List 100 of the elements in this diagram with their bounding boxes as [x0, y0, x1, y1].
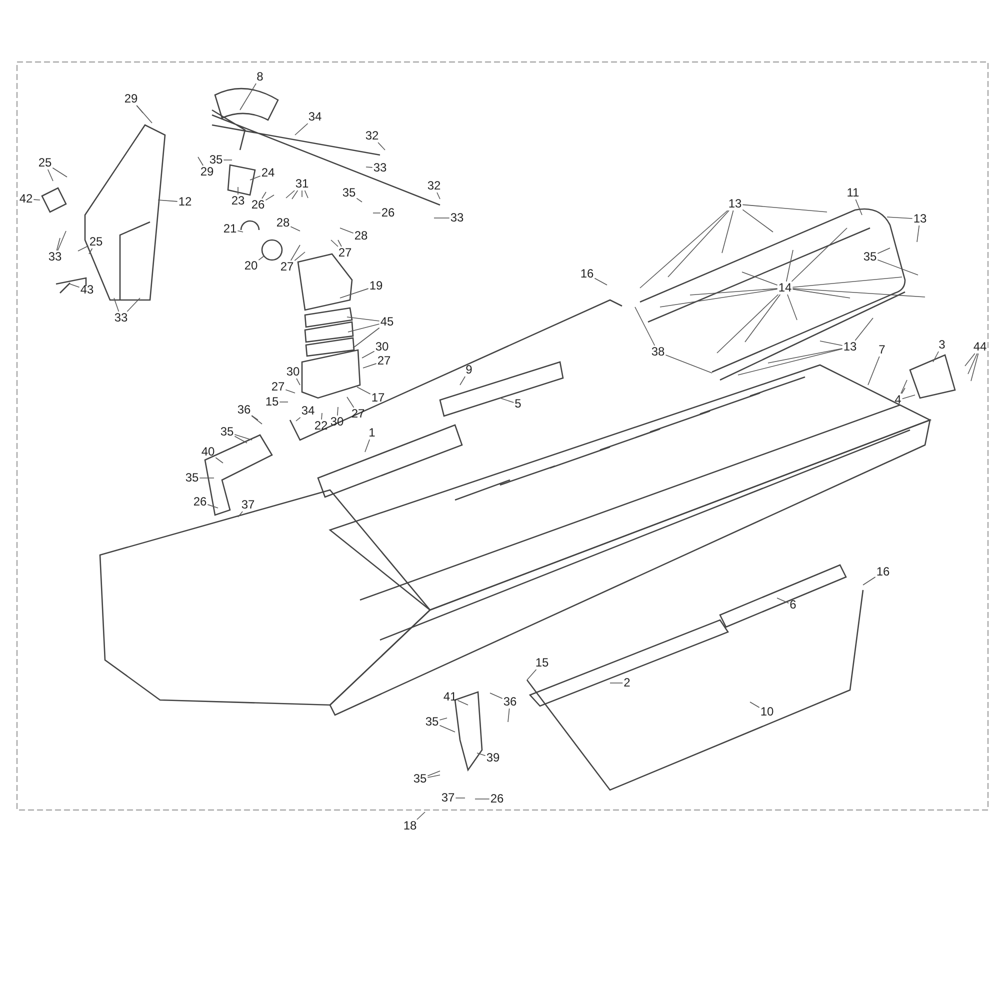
callout-number: 2: [622, 676, 632, 690]
callout-number: 16: [875, 566, 891, 578]
leader-line: [690, 288, 778, 296]
callout-number: 15: [534, 656, 550, 670]
leader-line: [356, 386, 371, 394]
leader-line: [792, 276, 902, 288]
callout-number: 15: [264, 396, 280, 408]
leader-line: [56, 238, 60, 251]
callout-number: 27: [376, 354, 392, 368]
callout-number: 22: [313, 420, 329, 432]
callout-number: 6: [788, 598, 798, 612]
callout-number: 35: [424, 716, 440, 728]
leader-line: [792, 288, 926, 298]
callout-number: 33: [113, 312, 129, 324]
leader-line: [594, 278, 608, 286]
leader-line: [742, 209, 774, 232]
leader-line: [776, 598, 790, 604]
callout-number: 25: [37, 156, 53, 170]
leader-line: [33, 199, 40, 200]
leader-line: [337, 406, 338, 416]
leader-line: [668, 210, 730, 278]
callout-number: 26: [489, 792, 505, 806]
leader-line: [57, 230, 66, 251]
leader-line: [964, 353, 976, 366]
callout-number: 39: [485, 752, 501, 764]
leader-line: [439, 724, 456, 732]
callout-number: 27: [279, 260, 295, 274]
leader-line: [970, 353, 979, 382]
leader-line: [296, 378, 300, 386]
leader-line: [238, 511, 243, 518]
callout-number: 5: [514, 398, 522, 410]
callout-number: 42: [18, 192, 34, 206]
leader-line: [877, 259, 918, 276]
callout-number: 7: [878, 344, 886, 356]
leader-line: [114, 298, 120, 312]
callout-number: 18: [402, 820, 418, 832]
callout-number: 35: [412, 772, 428, 786]
leader-line: [234, 436, 248, 444]
leader-line: [722, 210, 734, 254]
leader-line: [457, 700, 468, 706]
callout-number: 33: [372, 162, 388, 174]
callout-number: 32: [364, 130, 380, 142]
leader-line: [198, 156, 204, 166]
callout-number: 30: [285, 366, 301, 378]
leader-line: [474, 798, 490, 800]
callout-number: 38: [650, 346, 666, 358]
callout-number: 24: [260, 166, 276, 180]
callout-number: 17: [370, 392, 386, 404]
leader-line: [250, 176, 261, 180]
leader-line: [460, 376, 466, 386]
callout-number: 20: [243, 260, 259, 272]
callout-number: 26: [250, 198, 266, 212]
leader-line: [526, 669, 537, 680]
leader-line: [207, 504, 218, 508]
leader-line: [500, 398, 514, 403]
callout-number: 28: [353, 230, 369, 242]
leader-line: [356, 198, 362, 202]
leader-line: [215, 457, 224, 464]
leader-line: [338, 240, 342, 247]
leader-line: [126, 298, 140, 312]
leader-line: [750, 702, 760, 708]
leader-line: [285, 389, 296, 394]
leader-line: [70, 284, 80, 288]
leader-line: [640, 210, 728, 288]
leader-line: [366, 166, 373, 168]
leader-line: [348, 324, 380, 332]
leader-line: [340, 228, 354, 234]
callout-number: 9: [464, 364, 474, 376]
callout-number: 37: [440, 792, 456, 804]
leader-line: [877, 248, 890, 254]
leader-line: [346, 316, 380, 322]
callout-number: 35: [208, 154, 224, 166]
callout-number: 3: [938, 338, 946, 352]
leader-line: [251, 416, 262, 424]
leader-line: [346, 396, 354, 408]
callout-number: 31: [294, 178, 310, 190]
leader-line: [792, 288, 850, 298]
leader-line: [237, 230, 244, 232]
leader-line: [290, 244, 300, 261]
callout-number: 37: [240, 498, 256, 512]
callout-number: 33: [47, 250, 63, 264]
callout-number: 32: [426, 180, 442, 192]
callout-number: 11: [846, 186, 860, 200]
callout-number: 12: [177, 196, 193, 208]
leader-line: [262, 192, 266, 199]
callout-number: 8: [256, 70, 264, 84]
callout-number: 43: [79, 284, 95, 296]
leader-line: [932, 351, 939, 362]
leader-line: [786, 250, 794, 282]
callout-number: 13: [912, 212, 928, 226]
callout-number: 13: [842, 340, 858, 354]
callout-number: 36: [502, 696, 518, 708]
callout-number: 35: [862, 250, 878, 264]
callout-number: 34: [300, 404, 316, 418]
leader-line: [340, 288, 369, 298]
leader-line: [234, 434, 252, 440]
leader-line: [476, 752, 486, 756]
leader-line: [436, 192, 440, 200]
callout-number: 27: [270, 380, 286, 394]
leader-line: [886, 216, 913, 219]
